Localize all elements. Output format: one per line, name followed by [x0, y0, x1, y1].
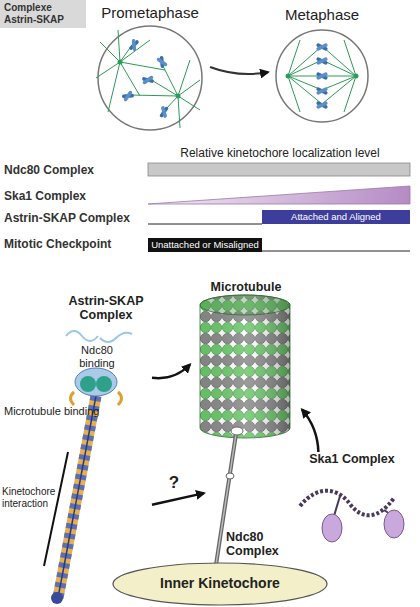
spindle-pole	[118, 60, 123, 65]
ska1-lobe	[322, 514, 342, 542]
annotation-label: Ska1 Complex	[4, 189, 144, 203]
complex-illustration: Ndc80 Complex	[204, 440, 290, 558]
figure-title: Complexe Astrin-SKAP	[0, 0, 86, 28]
coiled-coil-core	[58, 396, 96, 598]
node-label: Ndc80 Complex	[226, 530, 290, 558]
connector-arrow	[152, 493, 204, 505]
spindle-fibers	[96, 30, 200, 128]
cell-outline	[98, 26, 202, 130]
annotation-label: Ndc80 binding	[70, 344, 124, 370]
annotation-label: Kinetochore interaction	[2, 486, 60, 510]
coil-end	[51, 592, 63, 604]
node-label: Metaphase	[268, 6, 376, 24]
chromosome	[316, 43, 328, 51]
localization-bar: Unattached or Misaligned	[148, 238, 262, 252]
spindle-pole	[286, 74, 291, 79]
ska1-lobe	[384, 510, 404, 538]
node-label: Astrin-SKAP Complex	[60, 294, 152, 322]
cell-stage: Metaphase	[268, 4, 376, 128]
astrin-skap-illustration	[44, 331, 132, 604]
node-label: Prometaphase	[90, 4, 210, 22]
edge-label: ?	[164, 473, 184, 493]
coiled-coil-stripes	[58, 396, 96, 598]
astrin-head	[75, 368, 117, 396]
chromosome	[128, 38, 140, 52]
node-label: Microtubule	[190, 280, 302, 294]
ndc80-binding-domain	[80, 376, 96, 392]
node-label: Attached and Aligned	[262, 210, 410, 224]
ndc80-hinge	[226, 473, 234, 479]
chromosome	[316, 72, 328, 80]
coiled-coil	[58, 396, 96, 598]
ellipse-shape	[113, 563, 327, 605]
microtubule-shading	[200, 295, 290, 438]
microtubule-end	[200, 295, 290, 315]
connector-arrow	[152, 365, 190, 379]
chromosome	[316, 87, 328, 95]
annotation-label: Mitotic Checkpoint	[4, 237, 144, 251]
disordered-tail	[100, 333, 132, 342]
chromosome	[159, 105, 169, 119]
spindle-fibers	[288, 40, 356, 112]
connector-arrow	[210, 67, 268, 74]
cell-outline	[276, 30, 368, 122]
localization-bar: Attached and Aligned	[262, 210, 410, 224]
metaphase-cell	[276, 30, 368, 122]
chromosome	[141, 75, 155, 85]
node-label: Ska1 Complex	[296, 452, 408, 466]
inner-kinetochore: Inner Kinetochore	[112, 562, 328, 606]
microtubule: Microtubule	[190, 282, 302, 432]
chromosome	[155, 55, 168, 70]
ndc80-level-bar	[148, 163, 410, 176]
prometaphase-cell	[96, 26, 202, 130]
spindle-pole	[354, 74, 359, 79]
annotation-label: Astrin-SKAP Complex	[4, 211, 144, 225]
node-label: Unattached or Misaligned	[148, 238, 262, 252]
ndc80-binding-domain	[96, 376, 112, 392]
microtubule-lattice	[200, 295, 290, 438]
node-label: Inner Kinetochore	[112, 575, 328, 592]
microtubule-binding-claws	[71, 392, 122, 405]
baseline	[262, 251, 410, 252]
microtubule-illustration	[200, 295, 290, 438]
complex-illustration: Astrin-SKAP Complex	[60, 294, 152, 604]
chromosome	[316, 57, 328, 65]
ska1-backbone	[300, 491, 394, 516]
annotation-label: Microtubule binding	[4, 405, 114, 418]
ska1-level-wedge	[148, 186, 410, 204]
annotation-label: Ndc80 Complex	[4, 163, 144, 177]
ndc80-head	[231, 427, 243, 435]
spindle-pole	[176, 94, 181, 99]
complex-illustration: Ska1 Complex	[296, 452, 408, 547]
ska1-linker	[334, 496, 390, 516]
cell-stage: Prometaphase	[90, 2, 210, 132]
ska1-illustration	[300, 491, 404, 542]
chromosome	[121, 89, 136, 102]
chromosome	[316, 101, 328, 109]
annotation-label: Relative kinetochore localization level	[150, 146, 410, 160]
disordered-tail	[66, 331, 98, 341]
connector-arrow	[302, 410, 318, 453]
baseline	[148, 224, 262, 225]
